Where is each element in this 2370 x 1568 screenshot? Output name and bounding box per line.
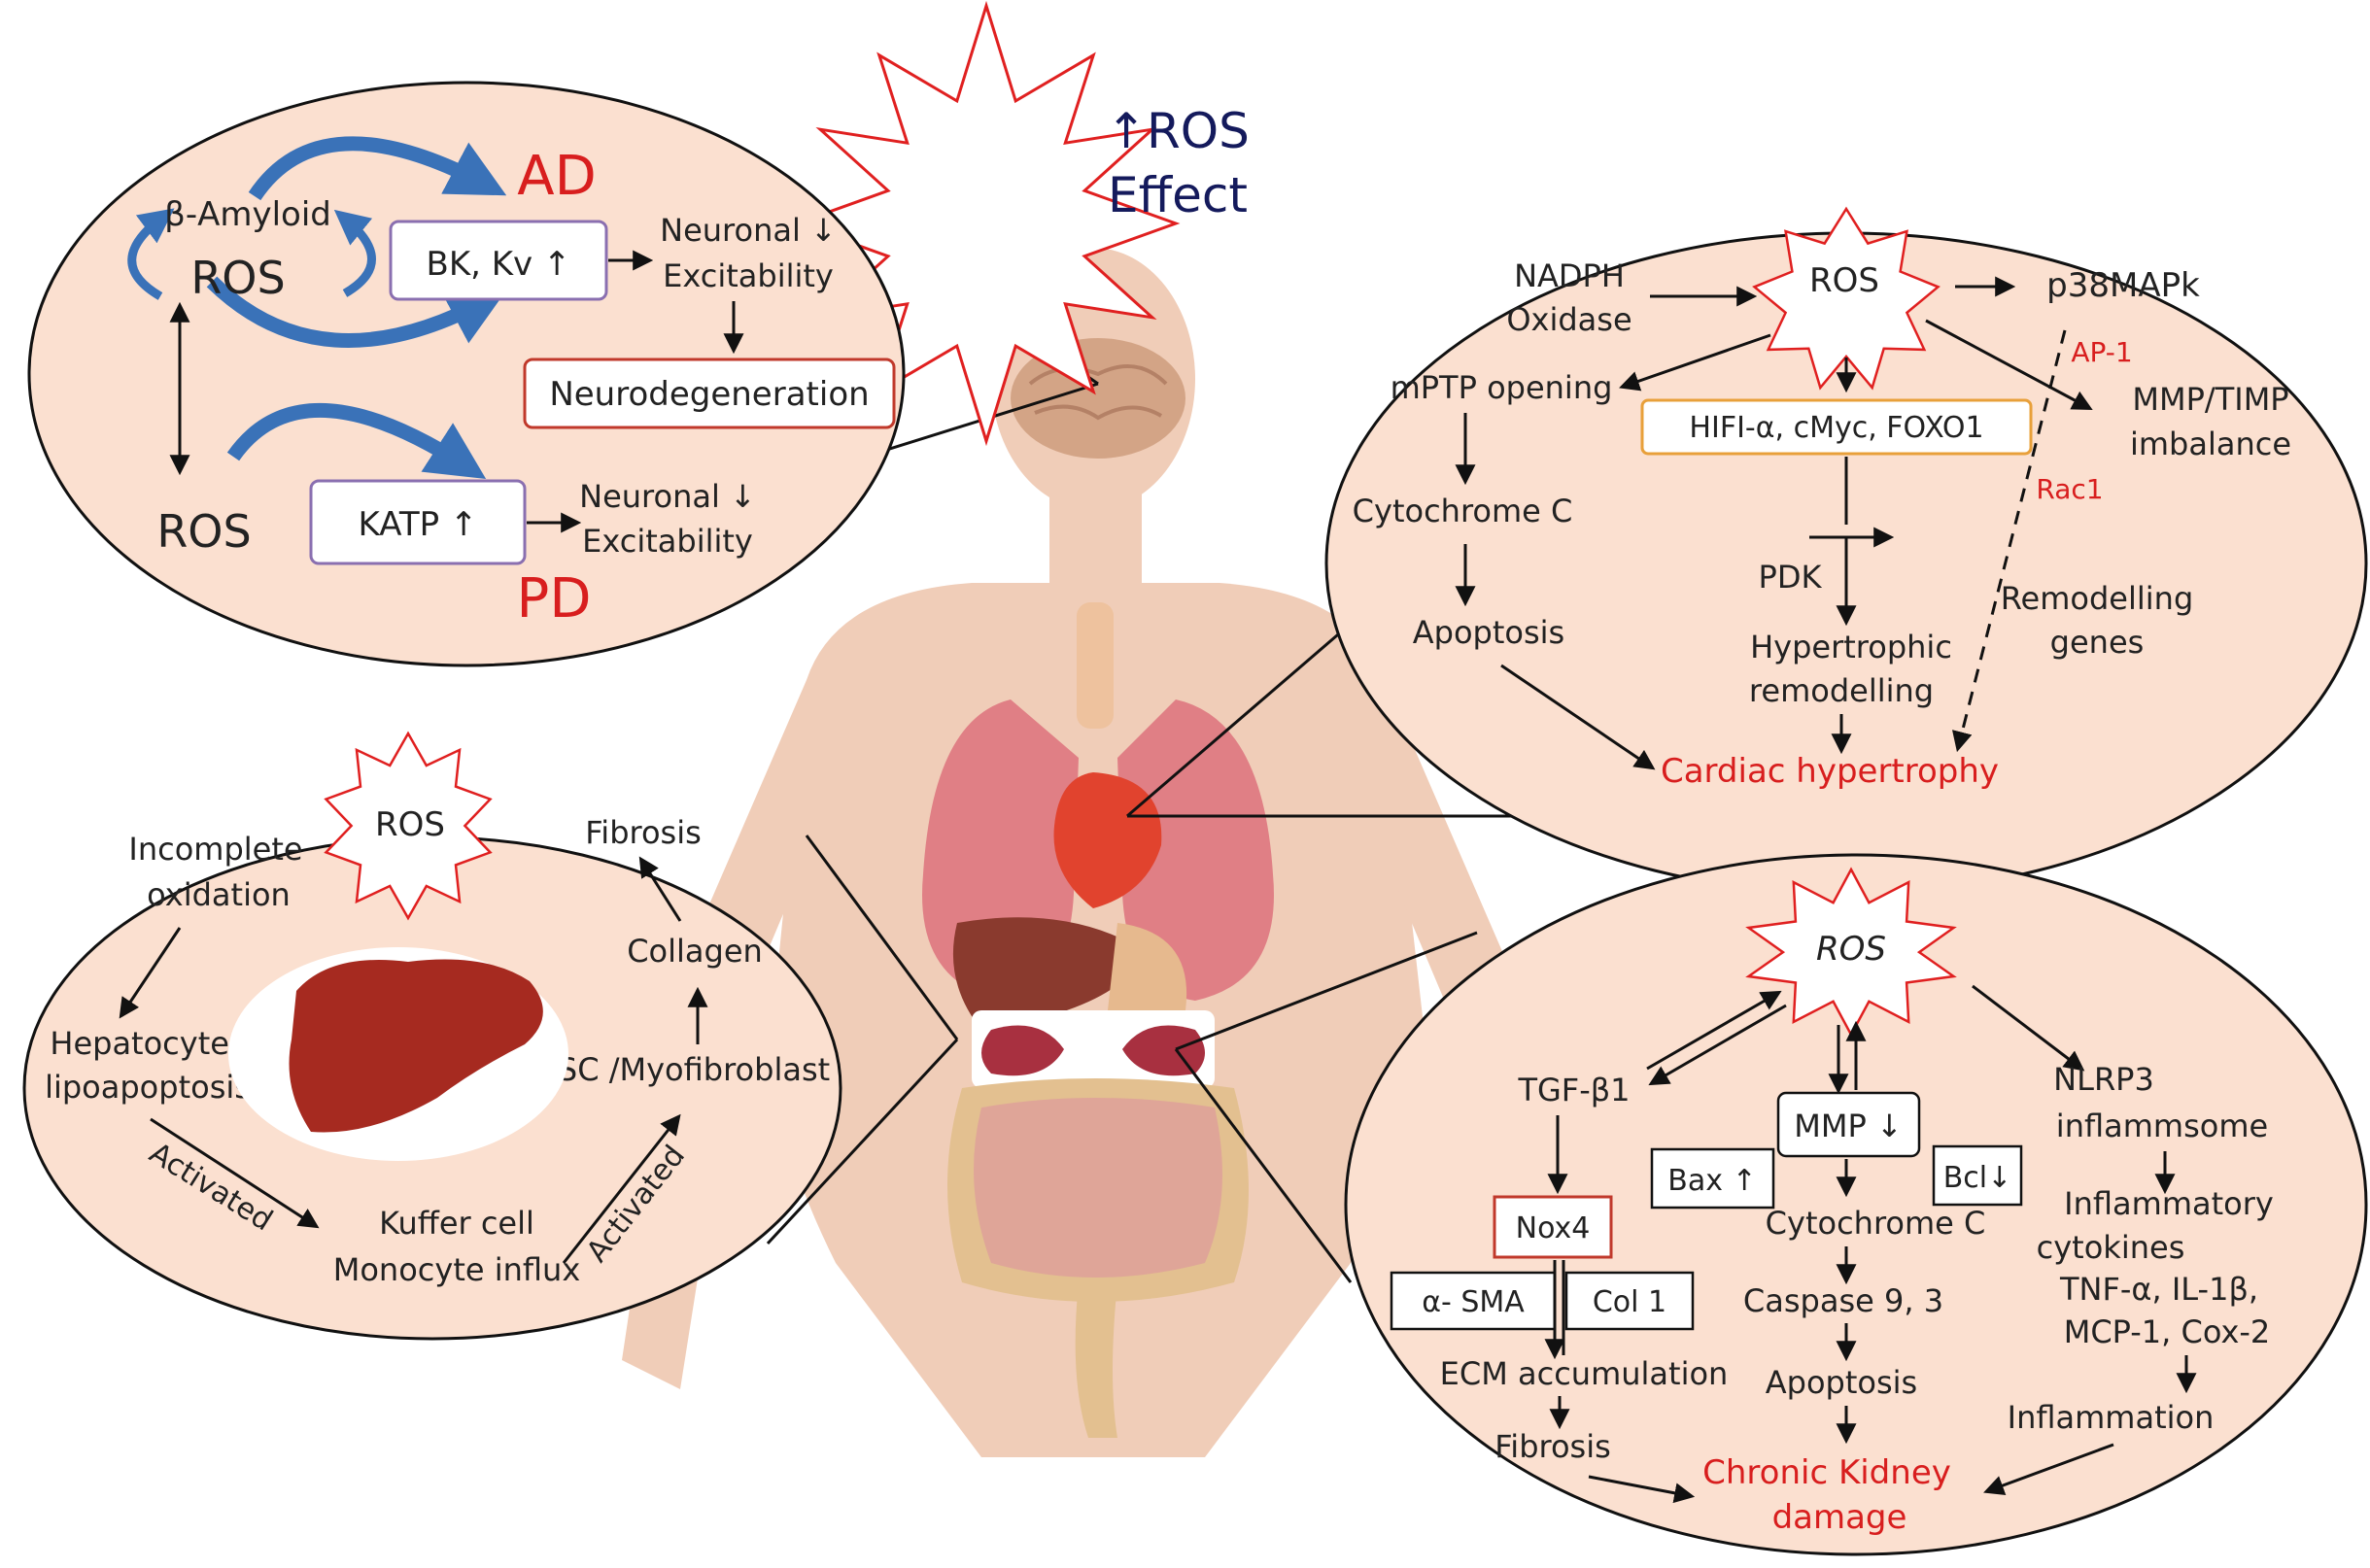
inflam-cyt-line4: MCP-1, Cox-2 (2064, 1313, 2271, 1350)
hypertrophic-line2: remodelling (1749, 672, 1934, 709)
neuronal-bottom-line2: Excitability (582, 523, 753, 560)
kidney-panel: ROS TGF-β1 MMP ↓ NLRP3 inflammsome Bax ↑… (1344, 853, 2368, 1556)
mmp-timp-line1: MMP/TIMP (2132, 381, 2288, 418)
nadph-line2: Oxidase (1506, 301, 1632, 338)
liver-icon (289, 959, 543, 1133)
hepatocytes-line2: lipoapoptosis (45, 1069, 251, 1106)
neuronal-bottom-line1: Neuronal ↓ (579, 478, 756, 515)
kidney-fibrosis-label: Fibrosis (1494, 1428, 1611, 1465)
hepatocytes-line1: Hepatocytes (50, 1025, 245, 1062)
remodelling-line2: genes (2050, 624, 2145, 661)
heart-apoptosis-label: Apoptosis (1413, 614, 1564, 651)
asma-box: α- SMA (1422, 1285, 1525, 1319)
liver-ros-label: ROS (375, 805, 445, 844)
tgf-label: TGF-β1 (1517, 1072, 1630, 1108)
kuffer-line2: Monocyte influx (333, 1251, 581, 1288)
mmp-box: MMP ↓ (1794, 1108, 1903, 1144)
inflammation-label: Inflammation (2008, 1399, 2215, 1436)
nlrp3-line2: inflammsome (2056, 1108, 2268, 1144)
nlrp3-line1: NLRP3 (2053, 1061, 2154, 1098)
liver-fibrosis-label: Fibrosis (585, 814, 702, 851)
incomplete-line1: Incomplete (128, 831, 302, 868)
organs-illustration (922, 338, 1274, 1438)
pdk-label: PDK (1759, 559, 1823, 596)
ckd-line1: Chronic Kidney (1702, 1453, 1951, 1492)
brain-panel: β-Amyloid ROS AD BK, Kv ↑ Neuronal ↓ Exc… (27, 81, 906, 667)
neuronal-top-line1: Neuronal ↓ (660, 212, 837, 249)
ecm-label: ECM accumulation (1440, 1355, 1729, 1392)
hifi-box: HIFI-α, cMyc, FOXO1 (1689, 411, 1983, 445)
kidney-apoptosis-label: Apoptosis (1766, 1364, 1917, 1401)
inflam-cyt-line3: TNF-α, IL-1β, (2059, 1271, 2258, 1308)
mmp-timp-line2: imbalance (2130, 426, 2291, 462)
kidney-ros-label: ROS (1816, 930, 1886, 969)
ad-label: AD (517, 145, 596, 208)
pd-label: PD (517, 567, 592, 631)
kidney-left-icon (981, 1025, 1064, 1076)
ros-top-label: ROS (190, 252, 285, 304)
collagen-label: Collagen (627, 933, 763, 970)
heart-icon (1053, 772, 1162, 908)
nadph-line1: NADPH (1514, 257, 1625, 294)
cytochrome-label: Cytochrome C (1353, 493, 1573, 529)
bk-kv-box: BK, Kv ↑ (427, 245, 571, 284)
incomplete-line2: oxidation (147, 876, 291, 913)
title-line-2: Effect (1108, 167, 1248, 223)
inflam-cyt-line1: Inflammatory (2064, 1185, 2274, 1222)
neuronal-top-line2: Excitability (663, 257, 834, 294)
inflam-cyt-line2: cytokines (2037, 1229, 2185, 1266)
cardiac-hypertrophy-label: Cardiac hypertrophy (1661, 752, 1999, 791)
ros-bottom-label: ROS (156, 505, 251, 558)
hypertrophic-line1: Hypertrophic (1750, 629, 1952, 665)
bcl-box: Bcl↓ (1943, 1161, 2012, 1195)
nox4-box: Nox4 (1516, 1211, 1591, 1245)
p38-label: p38MAPk (2046, 266, 2200, 305)
mptp-label: mPTP opening (1391, 369, 1613, 406)
heart-ros-label: ROS (1809, 261, 1879, 300)
kidney-cytochrome-label: Cytochrome C (1766, 1205, 1986, 1242)
bax-box: Bax ↑ (1667, 1164, 1756, 1198)
caspase-label: Caspase 9, 3 (1743, 1282, 1943, 1319)
katp-box: KATP ↑ (359, 505, 478, 544)
neurodegeneration-box: Neurodegeneration (549, 375, 869, 414)
rac1-label: Rac1 (2036, 473, 2103, 505)
remodelling-line1: Remodelling (2001, 580, 2194, 617)
liver-panel: ROS Incomplete oxidation Hepatocytes lip… (22, 731, 842, 1341)
kidney-right-icon (1122, 1025, 1205, 1076)
beta-amyloid-label: β-Amyloid (164, 195, 331, 234)
col1-box: Col 1 (1593, 1285, 1666, 1319)
ap1-label: AP-1 (2071, 336, 2132, 368)
hsc-label: HSC /Myofibroblast (534, 1051, 830, 1088)
title-line-1: ↑ROS (1106, 103, 1250, 159)
title-starburst: ↑ROS Effect (792, 0, 1250, 447)
kuffer-line1: Kuffer cell (379, 1205, 534, 1242)
heart-panel: ROS NADPH Oxidase p38MAPk AP-1 MMP/TIMP … (1324, 206, 2368, 896)
ckd-line2: damage (1772, 1498, 1907, 1537)
